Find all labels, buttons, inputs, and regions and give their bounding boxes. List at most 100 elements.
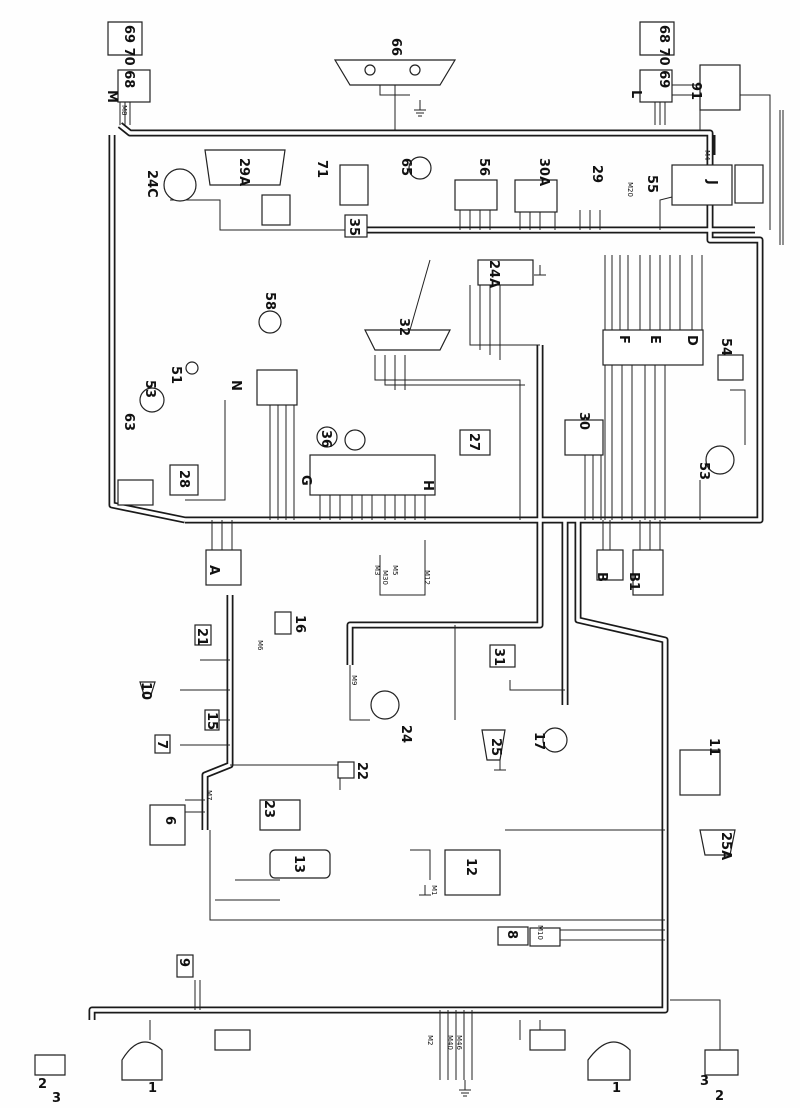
label-11: 11	[706, 738, 721, 756]
label-55: 55	[644, 175, 659, 193]
side-lamp-left	[34, 1054, 66, 1076]
label-30: 30	[576, 412, 591, 430]
gauge-53-right	[705, 445, 735, 475]
pin-label: 1	[148, 1081, 157, 1096]
ground-m7: M7	[205, 790, 213, 801]
label-56: 56	[476, 158, 491, 176]
horn-8	[497, 926, 529, 946]
component-29a	[204, 149, 286, 186]
label-53-left: 53	[142, 380, 157, 398]
headlamp-right-lower	[587, 1041, 631, 1081]
connector-block-30a	[514, 179, 558, 213]
label-25: 25	[488, 738, 503, 756]
label-10: 10	[138, 682, 153, 700]
label-91: 91	[688, 82, 703, 100]
label-71: 71	[314, 160, 329, 178]
side-lamp-right	[704, 1049, 739, 1076]
connector-block-24a	[477, 259, 534, 286]
label-65: 65	[398, 158, 413, 176]
ground-symbols	[414, 100, 546, 1097]
component-22	[337, 761, 355, 779]
gauge-53-left	[139, 387, 165, 413]
label-31: 31	[491, 648, 506, 666]
label-7: 7	[154, 740, 169, 749]
letter-l: L	[628, 90, 643, 98]
label-30a: 30A	[536, 158, 551, 186]
label-9: 9	[176, 958, 191, 967]
letter-g: G	[298, 475, 313, 486]
label-69-70-68: 69 70 68	[121, 25, 136, 88]
letter-j: J	[704, 179, 719, 185]
starter-13	[269, 849, 331, 879]
ground-m40: M40	[446, 1035, 454, 1050]
connector-block-42a	[214, 1029, 251, 1051]
headlamp-plug-right	[639, 21, 675, 56]
ground-labels: M1 M2 M3 M4 M5 M6 M7 M8 M9 M10 M12 M20 M…	[120, 105, 711, 1050]
connector-block-b1	[632, 549, 664, 596]
label-28: 28	[176, 470, 191, 488]
fuse-box	[602, 329, 704, 366]
label-23: 23	[261, 800, 276, 818]
sensor-25a	[699, 829, 736, 856]
connector-block-b	[596, 549, 624, 581]
component-21	[194, 624, 212, 646]
label-32: 32	[396, 318, 411, 336]
connector-block-56	[454, 179, 498, 211]
ground-m1: M1	[430, 885, 438, 896]
label-24a: 24A	[486, 260, 501, 288]
ground-m4: M4	[703, 150, 711, 161]
wiper-motor-rear	[163, 168, 197, 202]
label-22: 22	[354, 762, 369, 780]
gauge-58	[258, 310, 282, 334]
main-harness	[88, 122, 764, 1020]
label-63: 63	[121, 413, 136, 431]
headlamp-plug-left	[107, 21, 143, 56]
connector-block-63	[117, 479, 154, 506]
connector-blocks	[117, 69, 764, 1051]
label-54: 54	[718, 338, 733, 356]
label-53-right: 53	[696, 462, 711, 480]
connector-block-m	[117, 69, 151, 103]
pin-label: 3	[52, 1091, 61, 1106]
lamp-pin-labels: 1 2 3 1 3 2	[38, 1074, 724, 1106]
letter-h: H	[420, 480, 435, 491]
pin-label: 2	[715, 1089, 724, 1104]
ground-m5: M5	[391, 565, 399, 576]
letter-a: A	[206, 565, 221, 575]
lamp-51	[185, 361, 199, 375]
label-24c: 24C	[144, 170, 159, 198]
cluster-41	[344, 429, 366, 451]
ground-m3: M3	[373, 565, 381, 576]
label-25a: 25A	[718, 832, 733, 860]
ground-m10: M10	[536, 925, 544, 940]
ground-m12: M12	[423, 570, 431, 585]
label-15: 15	[204, 712, 219, 730]
connector-block-l	[639, 69, 673, 103]
component-15	[204, 709, 220, 731]
label-16: 16	[292, 615, 307, 633]
component-54	[717, 354, 744, 381]
label-51: 51	[168, 366, 183, 384]
relay-31	[489, 644, 516, 668]
component-7	[154, 734, 171, 754]
connector-letters: M L J N G H A B B1 F E D	[104, 90, 719, 591]
interior-light	[333, 59, 457, 86]
switch-32	[364, 329, 451, 351]
connector-block-j	[734, 164, 764, 204]
label-27: 27	[466, 433, 481, 451]
label-13: 13	[291, 855, 306, 873]
connector-block-g	[309, 454, 436, 496]
letter-b1: B1	[626, 572, 641, 591]
label-66: 66	[388, 38, 403, 56]
ground-m2: M2	[426, 1035, 434, 1046]
label-36: 36	[318, 430, 333, 448]
connector-block-a	[205, 549, 242, 586]
component-10	[139, 681, 156, 699]
ground-m20: M20	[626, 182, 634, 197]
connector-block-11	[679, 749, 721, 796]
component-16	[274, 611, 292, 635]
label-68-70-69: 68 70 69	[656, 25, 671, 88]
label-29: 29	[589, 165, 604, 183]
label-58: 58	[262, 292, 277, 310]
